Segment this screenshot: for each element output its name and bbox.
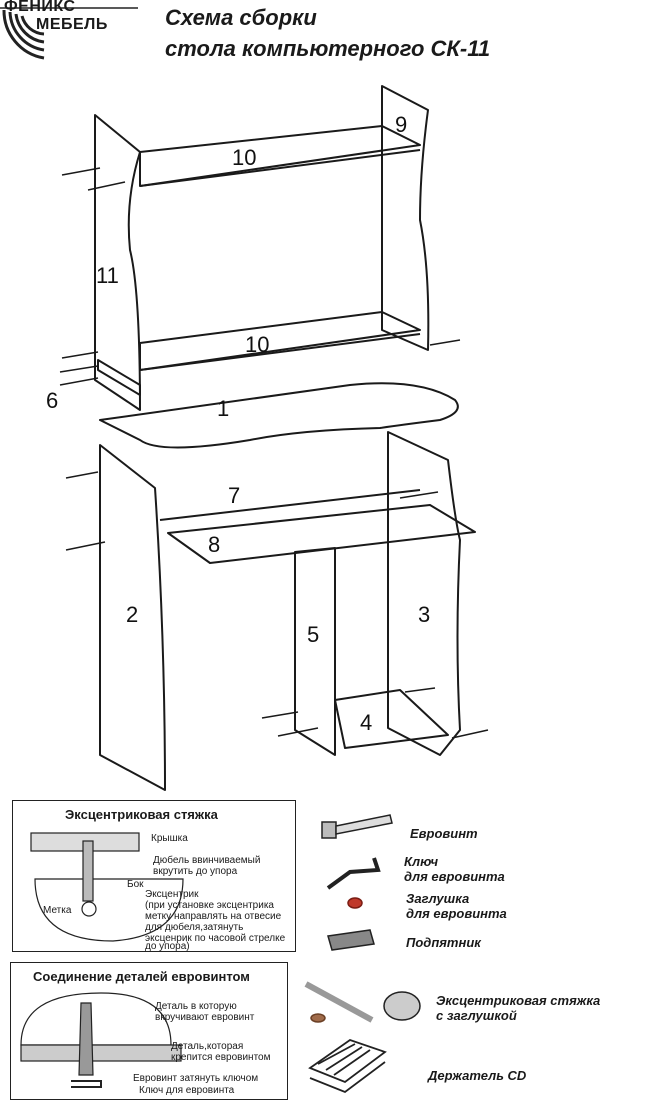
eurovint-box: Соединение деталей евровинтом Деталь в к… (10, 962, 288, 1100)
label-cap-2: для евровинта (406, 906, 507, 921)
screws (59, 167, 489, 739)
part-1: 1 (217, 396, 229, 421)
eccentric-icon (304, 981, 421, 1023)
label-evrovint: Евровинт (410, 826, 478, 841)
label-ecc-1: Эксцентрик (145, 889, 199, 900)
label-klyuch: Ключ для евровинта (139, 1085, 235, 1096)
eccentric-diagram (30, 832, 184, 942)
label-bok: Бок (127, 879, 144, 890)
label-metka: Метка (43, 905, 72, 916)
eccentric-box-title: Эксцентриковая стяжка (65, 807, 218, 822)
panel-5 (294, 547, 336, 756)
label-foot: Подпятник (406, 935, 481, 950)
eccentric-box: Эксцентриковая стяжка Крышка Дюбель ввин… (12, 800, 296, 952)
part-10-top: 10 (232, 145, 256, 170)
shelf-10-top (139, 125, 421, 187)
shelf-10-bottom (139, 311, 421, 371)
part-7: 8 (208, 532, 220, 557)
part-2: 2 (126, 602, 138, 627)
cap-icon (347, 897, 363, 909)
label-cd-holder: Держатель CD (428, 1068, 527, 1083)
label-zatyanut: Евровинт затянуть ключом (133, 1073, 259, 1084)
logo: ФЕНИКС МЕБЕЛЬ (0, 0, 140, 72)
label-detal-1: Деталь в которую (155, 1001, 237, 1012)
title-line1: Схема сборки (165, 5, 317, 30)
part-5: 5 (307, 622, 319, 647)
tabletop-1 (99, 382, 459, 449)
label-key-1: Ключ (404, 854, 439, 869)
label-cap-1: Заглушка (406, 891, 470, 906)
part-6: 6 (46, 388, 58, 413)
logo-mark-icon (0, 7, 138, 60)
eurovint-diagram (20, 992, 182, 1088)
assembly-drawing: 9 10 11 10 6 1 7 8 2 3 5 4 (46, 85, 489, 791)
logo-line1: ФЕНИКС (4, 0, 76, 15)
label-ecc-3: метку направлять на отвесие (145, 911, 282, 922)
label-eccentric-1: Эксцентриковая стяжка (436, 993, 601, 1008)
label-krishka: Крышка (151, 833, 188, 844)
foot-icon (327, 929, 375, 951)
shelf-4 (334, 689, 449, 749)
side-2 (99, 444, 166, 791)
keyboard-shelf-7 (167, 504, 476, 564)
label-ecc-4: для дюбеля,затянуть (145, 922, 244, 933)
label-detal2-1: Деталь,которая (171, 1041, 244, 1052)
label-dubel-2: вкрутить до упора (153, 866, 238, 877)
rail-8 (159, 489, 421, 521)
label-eccentric-2: с заглушкой (436, 1008, 517, 1023)
key-icon (326, 857, 381, 890)
evrovint-icon (321, 814, 393, 839)
title-line2: стола компьютерного СК-11 (165, 36, 491, 61)
part-10-bottom: 10 (245, 332, 269, 357)
part-8: 7 (228, 483, 240, 508)
back-strip-6 (97, 359, 141, 396)
cd-holder-icon (308, 1039, 387, 1094)
label-ecc-5: эксценрик по часовой стрелке (145, 933, 286, 944)
side-3 (387, 431, 461, 756)
eurovint-box-title: Соединение деталей евровинтом (33, 969, 250, 984)
label-ecc-2: (при установке эксцентрика (145, 900, 274, 911)
page-title: Схема сборки стола компьютерного СК-11 (165, 2, 490, 64)
label-detal-2: вкручивают евровинт (155, 1012, 255, 1023)
label-detal2-2: крепится евровинтом (171, 1052, 271, 1063)
part-4: 4 (360, 710, 372, 735)
label-key-2: для евровинта (404, 869, 505, 884)
part-9: 9 (395, 112, 407, 137)
panel-9 (381, 85, 430, 351)
label-ecc-6: до упора) (145, 941, 190, 952)
label-dubel-1: Дюбель ввинчиваемый (153, 855, 261, 866)
logo-line2: МЕБЕЛЬ (36, 16, 108, 33)
part-11: 11 (96, 263, 119, 288)
panel-11 (94, 114, 141, 411)
part-3: 3 (418, 602, 430, 627)
